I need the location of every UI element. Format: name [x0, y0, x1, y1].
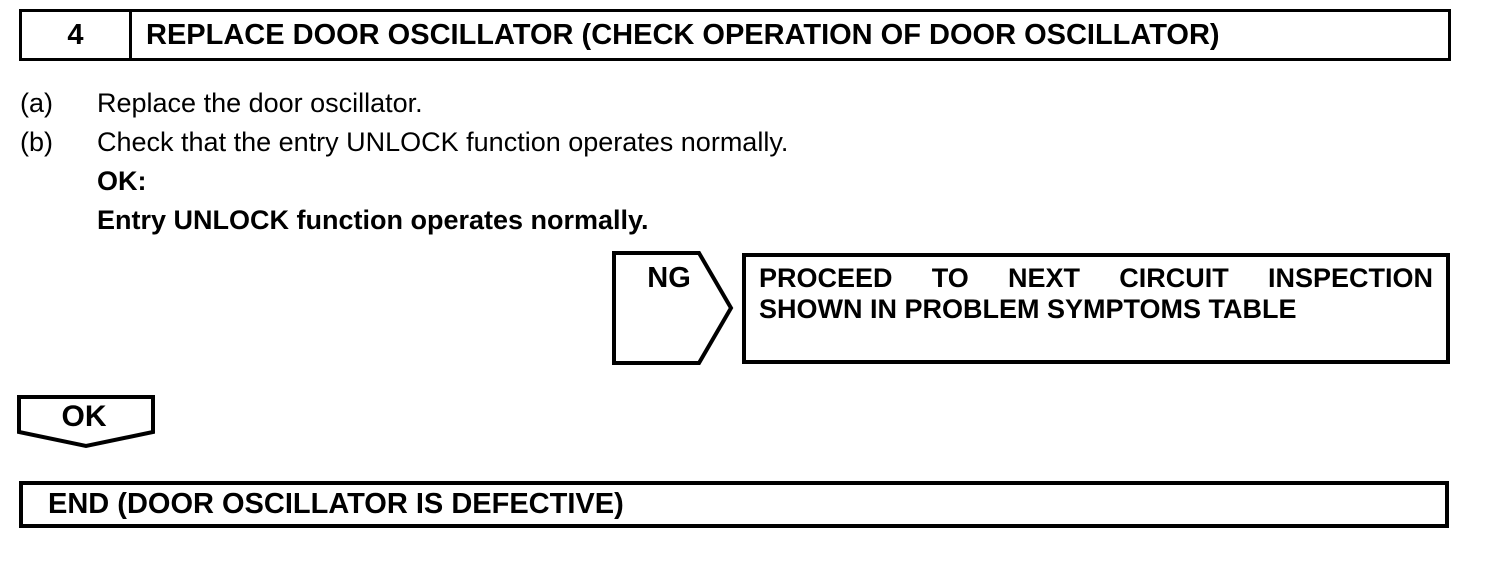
- ok-connector-shape: [17, 395, 155, 449]
- ok-heading: OK:: [97, 166, 147, 196]
- ok-criteria: Entry UNLOCK function operates normally.: [97, 205, 649, 235]
- procedure-item-label: (a): [20, 88, 53, 118]
- procedure-list: (a) Replace the door oscillator. (b) Che…: [20, 84, 788, 240]
- procedure-item-label: (b): [20, 127, 53, 157]
- step-header-box: 4 REPLACE DOOR OSCILLATOR (CHECK OPERATI…: [19, 9, 1451, 61]
- ng-result-line-1: PROCEED TO NEXT CIRCUIT INSPECTION: [759, 263, 1433, 293]
- ok-connector-label: OK: [61, 400, 107, 433]
- end-text: END (DOOR OSCILLATOR IS DEFECTIVE): [48, 488, 624, 520]
- step-title: REPLACE DOOR OSCILLATOR (CHECK OPERATION…: [146, 18, 1220, 51]
- ng-result-line-2: SHOWN IN PROBLEM SYMPTOMS TABLE: [759, 294, 1297, 324]
- ng-connector-shape: [612, 251, 734, 365]
- procedure-item-text: Replace the door oscillator.: [97, 88, 423, 118]
- procedure-item-text: Check that the entry UNLOCK function ope…: [97, 127, 789, 157]
- step-number: 4: [22, 12, 132, 58]
- procedure-item: (b) Check that the entry UNLOCK function…: [20, 123, 788, 162]
- procedure-item: (a) Replace the door oscillator.: [20, 84, 788, 123]
- end-box: END (DOOR OSCILLATOR IS DEFECTIVE): [19, 481, 1449, 528]
- ng-result-box: PROCEED TO NEXT CIRCUIT INSPECTION SHOWN…: [742, 253, 1450, 364]
- ng-connector-label: NG: [647, 262, 691, 294]
